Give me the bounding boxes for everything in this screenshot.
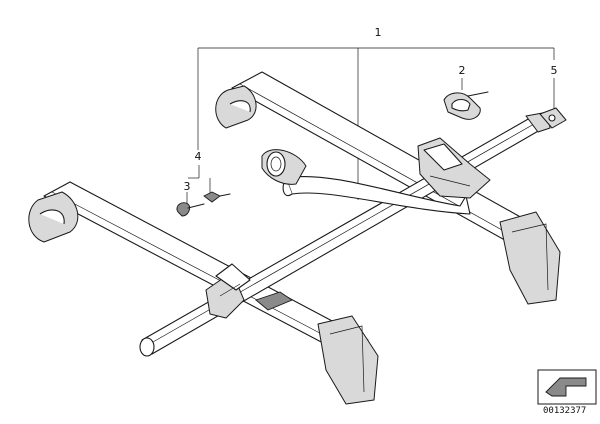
front-crossbar	[28, 181, 379, 405]
callout-leaders	[186, 47, 555, 205]
callout-4: 4	[195, 150, 202, 163]
key-part	[176, 202, 205, 217]
callout-2: 2	[459, 64, 466, 77]
callout-1: 1	[375, 26, 382, 39]
lock-cylinder-part	[203, 191, 231, 203]
reference-number: 00132377	[543, 406, 586, 416]
strap-part	[443, 91, 489, 120]
reference-box	[537, 369, 597, 405]
end-cap-part	[539, 107, 567, 129]
wheel-holder	[205, 263, 293, 319]
reference-glyph-icon	[545, 377, 587, 397]
callout-5: 5	[551, 64, 558, 77]
callout-3: 3	[184, 180, 191, 193]
frame-holder-arm	[261, 137, 491, 215]
